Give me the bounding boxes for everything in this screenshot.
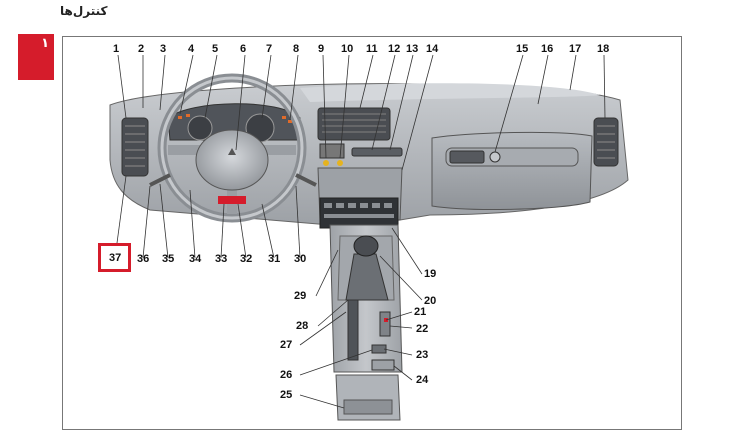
center-console xyxy=(329,224,403,421)
callout-19: 19 xyxy=(424,268,437,280)
callout-25: 25 xyxy=(280,389,293,401)
center-stack xyxy=(317,167,403,229)
callout-11: 11 xyxy=(366,43,378,55)
callout-35: 35 xyxy=(162,253,175,265)
callout-28: 28 xyxy=(296,320,309,332)
callout-31: 31 xyxy=(268,253,281,265)
callout-22: 22 xyxy=(416,323,429,335)
callout-14: 14 xyxy=(426,43,439,55)
column-stalks xyxy=(149,173,317,187)
callout-13: 13 xyxy=(406,43,419,55)
callout-16: 16 xyxy=(541,43,554,55)
right-air-vent xyxy=(593,117,619,167)
callout-26: 26 xyxy=(280,369,293,381)
page-title: کنترل‌ها xyxy=(60,4,108,18)
callout-37: 37 xyxy=(109,252,122,264)
callout-5: 5 xyxy=(212,43,219,55)
callout-8: 8 xyxy=(293,43,300,55)
callout-27: 27 xyxy=(280,339,293,351)
glovebox xyxy=(431,131,593,210)
callout-3: 3 xyxy=(160,43,167,55)
callout-6: 6 xyxy=(240,43,247,55)
callout-23: 23 xyxy=(416,349,429,361)
callout-4: 4 xyxy=(188,43,195,55)
callout-33: 33 xyxy=(215,253,228,265)
leader-lines xyxy=(116,54,606,409)
center-air-vent xyxy=(317,107,391,141)
callout-12: 12 xyxy=(388,43,401,55)
callout-15: 15 xyxy=(516,43,529,55)
callout-2: 2 xyxy=(138,43,145,55)
hazard-switch xyxy=(218,196,246,204)
callout-7: 7 xyxy=(266,43,273,55)
steering-wheel xyxy=(157,73,307,223)
callout-24: 24 xyxy=(416,374,429,386)
callout-29: 29 xyxy=(294,290,307,302)
instrument-cluster xyxy=(167,103,301,143)
callout-21: 21 xyxy=(414,306,427,318)
highlight-box-37 xyxy=(98,243,131,272)
callout-10: 10 xyxy=(341,43,354,55)
callout-9: 9 xyxy=(318,43,325,55)
callout-30: 30 xyxy=(294,253,307,265)
left-air-vent xyxy=(121,117,149,177)
callout-1: 1 xyxy=(113,43,120,55)
callout-20: 20 xyxy=(424,295,437,307)
callout-36: 36 xyxy=(137,253,150,265)
callout-32: 32 xyxy=(240,253,253,265)
chapter-tab: ۱ xyxy=(18,34,54,80)
callout-17: 17 xyxy=(569,43,582,55)
callout-34: 34 xyxy=(189,253,202,265)
callout-18: 18 xyxy=(597,43,610,55)
